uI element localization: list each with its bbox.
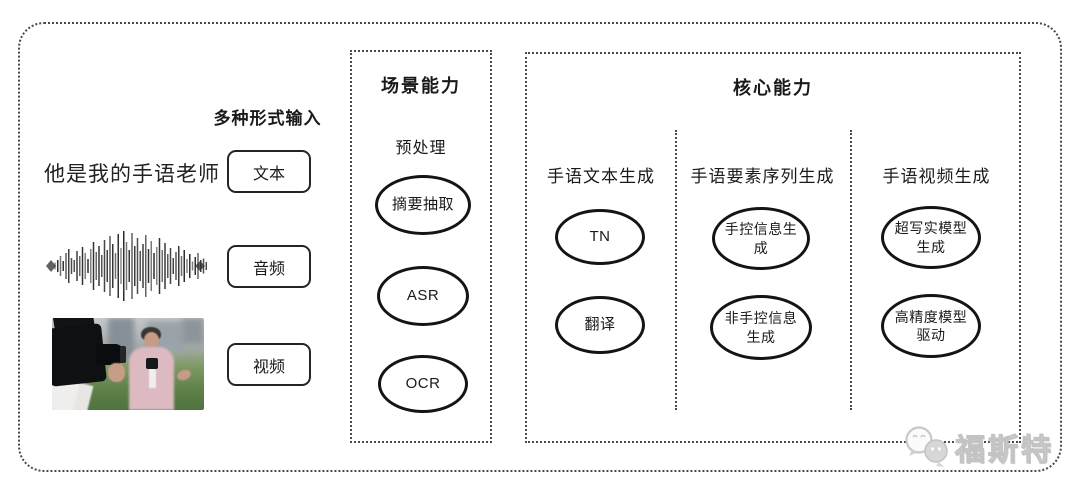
node-translation: 翻译 [555, 296, 645, 354]
photo-microphone-flag [146, 358, 158, 369]
input-type-video-box: 视频 [227, 343, 311, 386]
scene-capability-title: 场景能力 [381, 76, 461, 96]
photo-reporter-hand [175, 367, 193, 383]
input-type-video-label: 视频 [252, 358, 285, 376]
outer-frame [18, 22, 1062, 472]
node-abstract-extraction: 摘要抽取 [375, 175, 471, 235]
column-label-sl-element-sequence-generation: 手语要素序列生成 [690, 167, 835, 186]
column-label-sl-text-generation: 手语文本生成 [547, 167, 655, 186]
core-capability-box: 核心能力 手语文本生成 手语要素序列生成 手语视频生成 TN 翻译 手控信息生成… [525, 52, 1021, 443]
scene-capability-box: 场景能力 预处理 摘要抽取 ASR OCR [350, 50, 492, 443]
node-asr: ASR [377, 266, 469, 326]
input-type-text-box: 文本 [227, 150, 311, 193]
photo-building [182, 318, 204, 344]
watermark-text: 福斯特 [955, 434, 1054, 468]
input-type-audio-label: 音频 [252, 260, 285, 278]
node-manual-info-generation: 手控信息生成 [712, 207, 810, 270]
node-non-manual-info-generation: 非手控信息生成 [710, 295, 812, 360]
node-hyperrealistic-model-generation: 超写实模型生成 [881, 206, 981, 269]
photo-camera-lens [96, 344, 124, 365]
chat-faces-icon [905, 426, 948, 467]
node-high-precision-model-driving: 高精度模型驱动 [881, 294, 981, 358]
input-type-text-label: 文本 [252, 165, 285, 183]
input-type-audio-box: 音频 [227, 245, 311, 288]
photo-camera-lens-ring [120, 346, 126, 363]
audio-waveform-icon [46, 231, 207, 301]
node-ocr: OCR [378, 355, 468, 413]
photo-reporter-head [144, 332, 159, 348]
photo-microphone [149, 364, 156, 388]
node-tn: TN [555, 209, 645, 265]
watermark: 福斯特 [903, 423, 1054, 471]
video-thumbnail [52, 318, 204, 410]
sample-sentence: 他是我的手语老师 [44, 163, 220, 186]
preprocessing-label: 预处理 [395, 140, 447, 157]
core-capability-title: 核心能力 [733, 78, 813, 98]
column-divider [675, 130, 677, 410]
input-section-title: 多种形式输入 [213, 109, 322, 128]
photo-cameraman-hand [108, 363, 125, 382]
column-divider [850, 130, 852, 410]
column-label-sl-video-generation: 手语视频生成 [882, 167, 991, 186]
